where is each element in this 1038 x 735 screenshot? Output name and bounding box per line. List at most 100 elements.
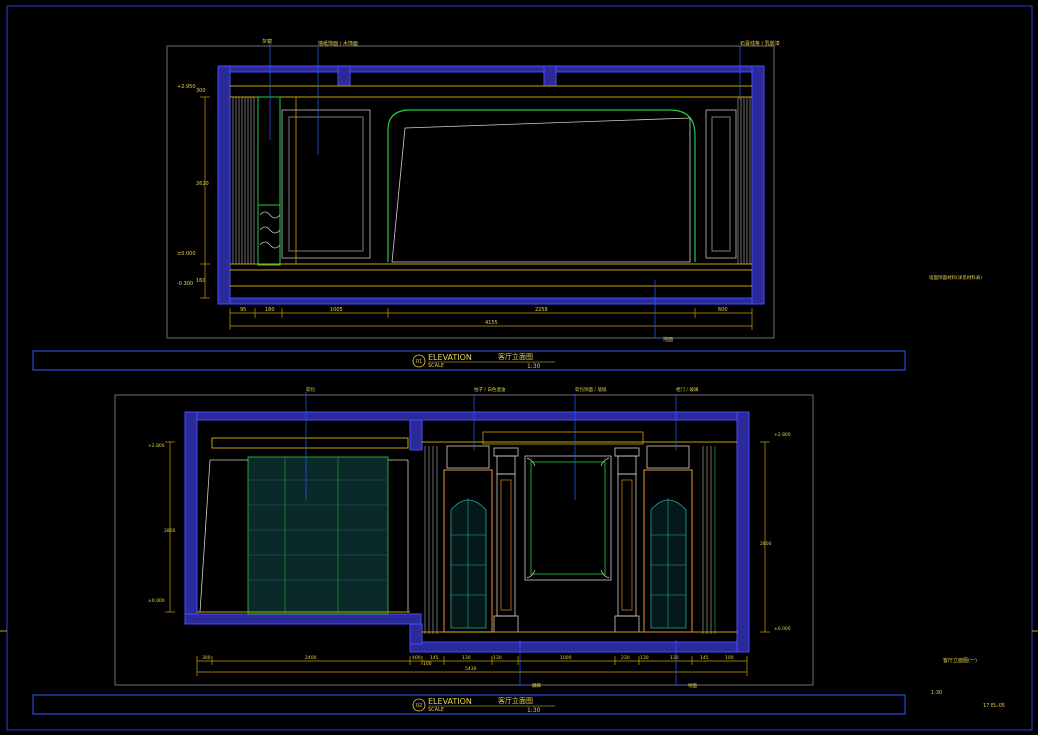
callout: 柱子 / 白色混油 xyxy=(474,386,506,393)
elevation-scale: 1:30 xyxy=(527,707,541,714)
dimension-chain-02 xyxy=(165,441,770,676)
elevation-name: 客厅立面图 xyxy=(498,696,533,705)
ceiling-slab xyxy=(217,65,765,73)
dim-text: 2800 xyxy=(164,528,176,534)
dim-text: 230 xyxy=(621,655,630,661)
wall-panel-right-inner xyxy=(711,116,731,252)
dim-total: 4155 xyxy=(485,320,498,326)
curtain-right-bay xyxy=(424,446,716,634)
leaders-01 xyxy=(269,44,741,339)
beam-left xyxy=(337,65,351,87)
wall-panel-left-inner xyxy=(288,116,364,252)
soft-pack-panel xyxy=(247,456,389,615)
dim-total: 5430 xyxy=(465,666,477,672)
floor-slab-left xyxy=(184,613,422,625)
callout: 软包饰面 / 墙纸 xyxy=(575,386,607,393)
callout: 石膏线条 / 乳胶漆 xyxy=(740,40,780,47)
column-left xyxy=(493,447,519,633)
scale-word: SCALE xyxy=(428,707,444,713)
cornice-box xyxy=(482,431,644,445)
elevation-01[interactable]: 95 180 1005 2258 600 4155 300 2620 160 +… xyxy=(32,38,906,371)
dimension-labels-02: 300 2400 400 100 145 130 130 1000 230 13… xyxy=(148,432,791,672)
dimension-chain-01 xyxy=(200,96,753,330)
dim-text: 180 xyxy=(265,307,275,313)
dim-text: 100 xyxy=(423,661,432,667)
dim-text: 300 xyxy=(196,88,206,94)
drawing-number: 17 EL-05 xyxy=(983,703,1005,709)
callout: 踢脚 xyxy=(532,682,541,689)
cabinet-left-glazing xyxy=(451,498,486,628)
plant-decor xyxy=(259,211,281,249)
feature-panel xyxy=(524,455,612,581)
view-number: 01 xyxy=(416,359,422,365)
dimension-labels-01: 95 180 1005 2258 600 4155 300 2620 160 +… xyxy=(177,84,728,326)
view-number-circle xyxy=(412,354,426,368)
side-note: 墙面饰面材料(详见材料表) xyxy=(929,274,982,281)
dim-text: 2620 xyxy=(196,181,209,187)
floor-slab-right xyxy=(409,641,750,653)
right-wall xyxy=(736,411,750,653)
left-wall xyxy=(184,411,198,625)
dim-text: 1000 xyxy=(560,655,572,661)
leaders-02 xyxy=(305,392,686,686)
dim-text: 95 xyxy=(240,307,246,313)
callout: 灰镜 xyxy=(262,38,272,45)
cabinet-right xyxy=(643,469,693,633)
ceiling-slab xyxy=(184,411,750,421)
wall-panel-left xyxy=(281,109,371,259)
scale-word: SCALE xyxy=(428,363,444,369)
sheet-border xyxy=(6,5,1033,731)
sheet-scale: 1:30 xyxy=(931,690,942,696)
dim-text: 300 xyxy=(202,655,211,661)
panel-ornament xyxy=(526,457,610,579)
callout: 软包 xyxy=(306,386,315,393)
dim-text: 130 xyxy=(493,655,502,661)
beam-right xyxy=(543,65,557,87)
cabinet-right-top xyxy=(646,445,690,469)
level-mark: ±0.000 xyxy=(177,251,196,257)
cabinet-right-door xyxy=(650,499,687,629)
elevation-scale: 1:30 xyxy=(527,363,541,370)
dim-text: 160 xyxy=(196,278,206,284)
view-number-circle xyxy=(412,698,426,712)
dim-text: 600 xyxy=(718,307,728,313)
dim-text: 2400 xyxy=(305,655,317,661)
level-mark: ±0.000 xyxy=(774,626,791,632)
elevation-02[interactable]: 300 2400 400 100 145 130 130 1000 230 13… xyxy=(32,386,906,715)
dim-text: 145 xyxy=(700,655,709,661)
curtain-right xyxy=(737,97,751,264)
feature-panel-inner xyxy=(530,461,606,575)
viewport-frame xyxy=(166,45,775,339)
callouts-01: 灰镜 墙纸饰面 / 木饰面 石膏线条 / 乳胶漆 地面 xyxy=(262,38,780,343)
cabinet-left-top xyxy=(446,445,490,469)
feature-wall-outline xyxy=(387,109,696,262)
level-mark: +2.800 xyxy=(774,432,791,438)
cabinet-left-door xyxy=(450,499,487,629)
view-number: 02 xyxy=(416,703,422,709)
beam xyxy=(409,419,423,451)
ceiling-pelmet xyxy=(211,437,409,449)
elevation-tag: ELEVATION xyxy=(428,697,472,706)
feature-wall-panel xyxy=(391,117,691,263)
callouts-02: 软包 柱子 / 白色混油 软包饰面 / 墙纸 柜门 / 玻璃 踢脚 地面 xyxy=(306,386,699,689)
elevation-tag: ELEVATION xyxy=(428,353,472,362)
level-mark: +2.800 xyxy=(148,443,165,449)
level-mark: ±0.000 xyxy=(148,598,165,604)
curtain-left xyxy=(232,97,255,264)
dim-text: 2800 xyxy=(760,541,772,547)
callout: 墙纸饰面 / 木饰面 xyxy=(318,40,358,47)
step-wall xyxy=(409,623,423,645)
callout: 地面 xyxy=(663,336,673,343)
level-mark: +2.950 xyxy=(177,84,196,90)
sheet-title: 客厅立面图(一) xyxy=(943,657,977,664)
dim-text: 1005 xyxy=(330,307,343,313)
dim-text: 130 xyxy=(670,655,679,661)
dim-text: 130 xyxy=(640,655,649,661)
title-bar-01 xyxy=(32,350,906,371)
right-wall xyxy=(751,65,765,305)
callout: 地面 xyxy=(688,682,697,689)
column-right xyxy=(614,447,640,633)
viewport-frame xyxy=(114,394,814,686)
callout: 柜门 / 玻璃 xyxy=(676,386,699,393)
